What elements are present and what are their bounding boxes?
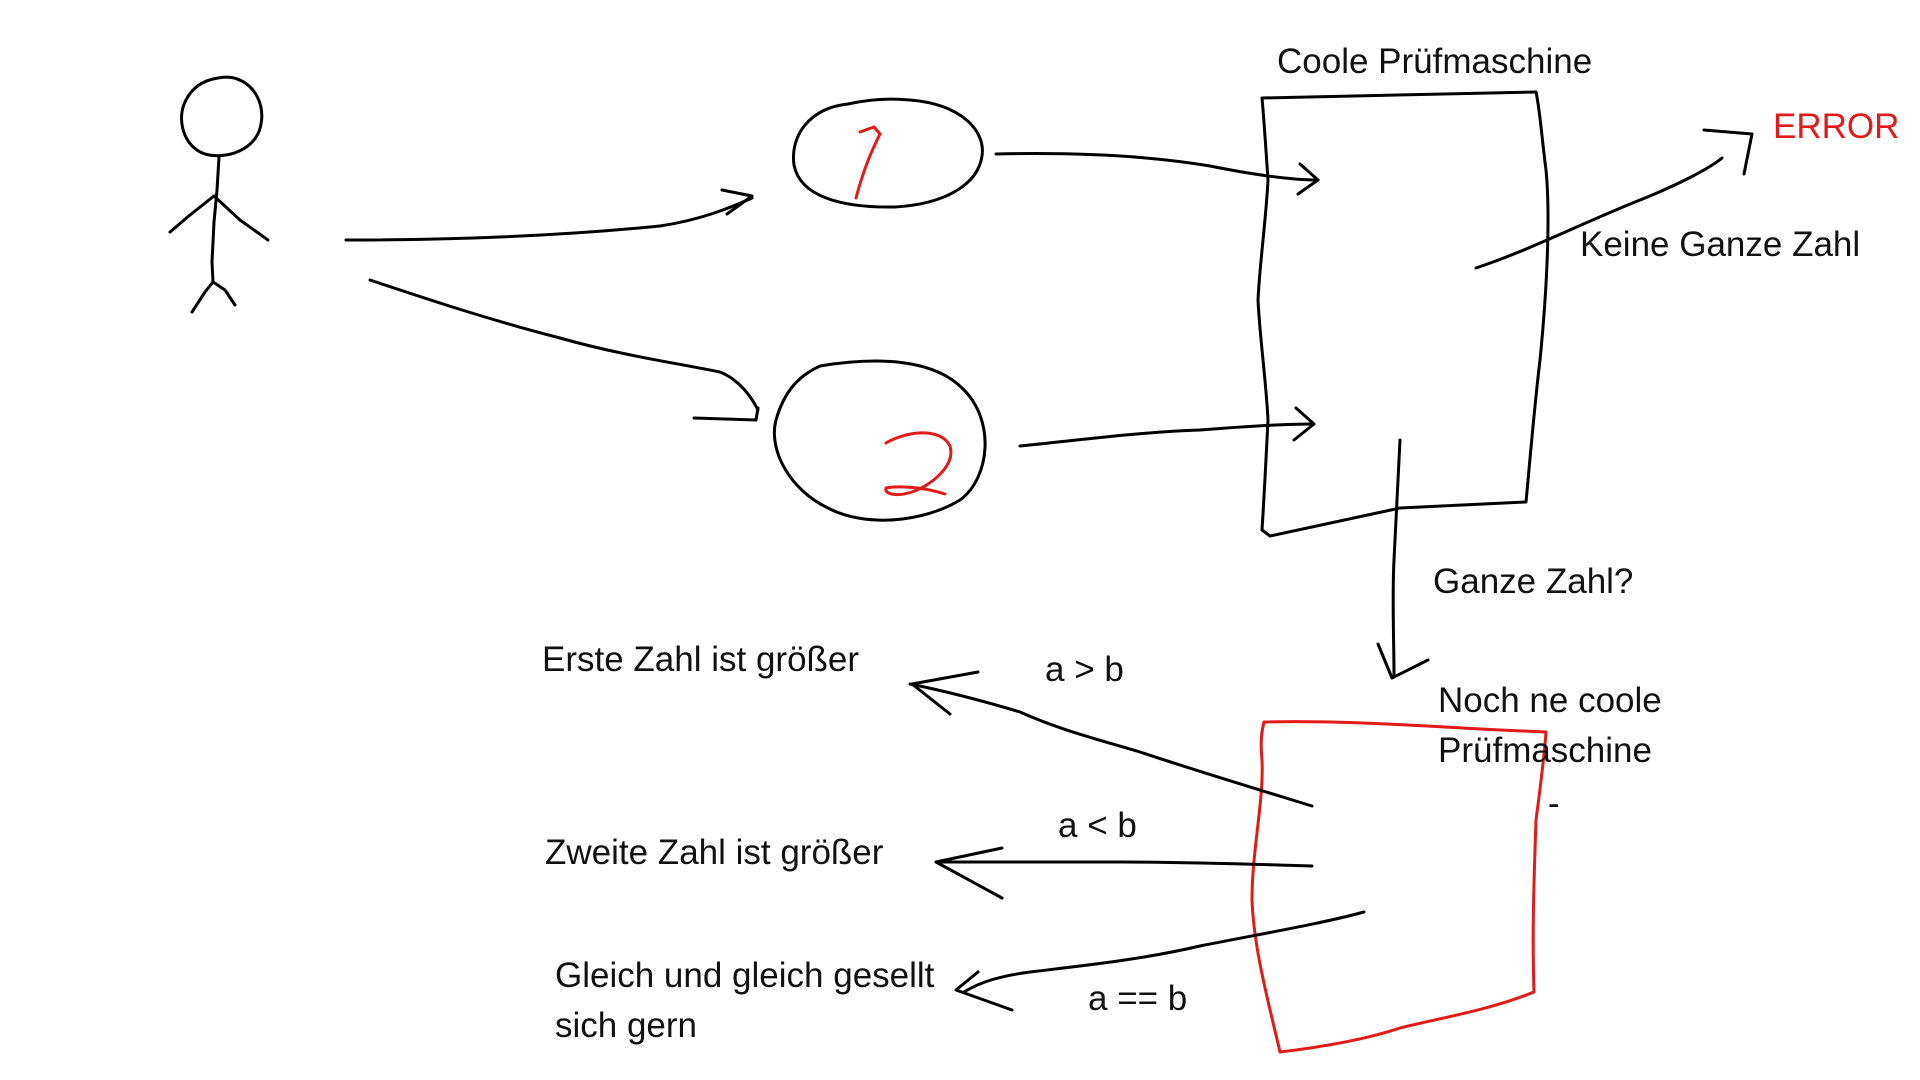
condition-second-greater: a < b [1058, 806, 1137, 845]
arrow-first-input-to-machine [994, 152, 1320, 196]
stick-figure-arms [168, 194, 270, 242]
stick-figure-body [210, 155, 221, 284]
arrow-equal [954, 910, 1366, 1012]
stick-figure-legs [190, 280, 237, 314]
arrow-second-greater [934, 846, 1314, 900]
machine-2-box [1250, 720, 1548, 1054]
arrow-machine-1-to-machine-2 [1376, 438, 1430, 680]
machine-2-mark: - [1548, 784, 1560, 823]
arrow-user-to-second-input [368, 278, 760, 422]
second-input-circle: 2 [773, 359, 987, 522]
non-integer-label: Keine Ganze Zahl [1580, 225, 1860, 264]
result-first-greater: Erste Zahl ist größer [542, 640, 859, 679]
machine-1-title: Coole Prüfmaschine [1277, 42, 1592, 81]
machine-1-box [1256, 90, 1550, 538]
user-stick-figure [168, 75, 270, 314]
arrow-machine-to-error [1474, 128, 1754, 270]
arrow-second-input-to-machine [1018, 406, 1316, 448]
result-equal-line2: sich gern [555, 1006, 697, 1045]
first-input-value: 7 [866, 195, 868, 197]
second-input-value: 2 [900, 479, 902, 481]
arrow-first-greater [908, 670, 1314, 808]
error-label: ERROR [1773, 107, 1899, 146]
condition-first-greater: a > b [1045, 650, 1124, 689]
integer-question-label: Ganze Zahl? [1433, 562, 1633, 601]
first-input-circle: 7 [792, 97, 984, 209]
result-second-greater: Zweite Zahl ist größer [545, 833, 884, 872]
condition-equal: a == b [1088, 979, 1187, 1018]
arrow-user-to-first-input [344, 188, 754, 242]
stick-figure-head [180, 75, 264, 158]
machine-2-title-line2: Prüfmaschine [1438, 731, 1652, 770]
machine-2-title-line1: Noch ne coole [1438, 681, 1662, 720]
result-equal-line1: Gleich und gleich gesellt [555, 956, 935, 995]
